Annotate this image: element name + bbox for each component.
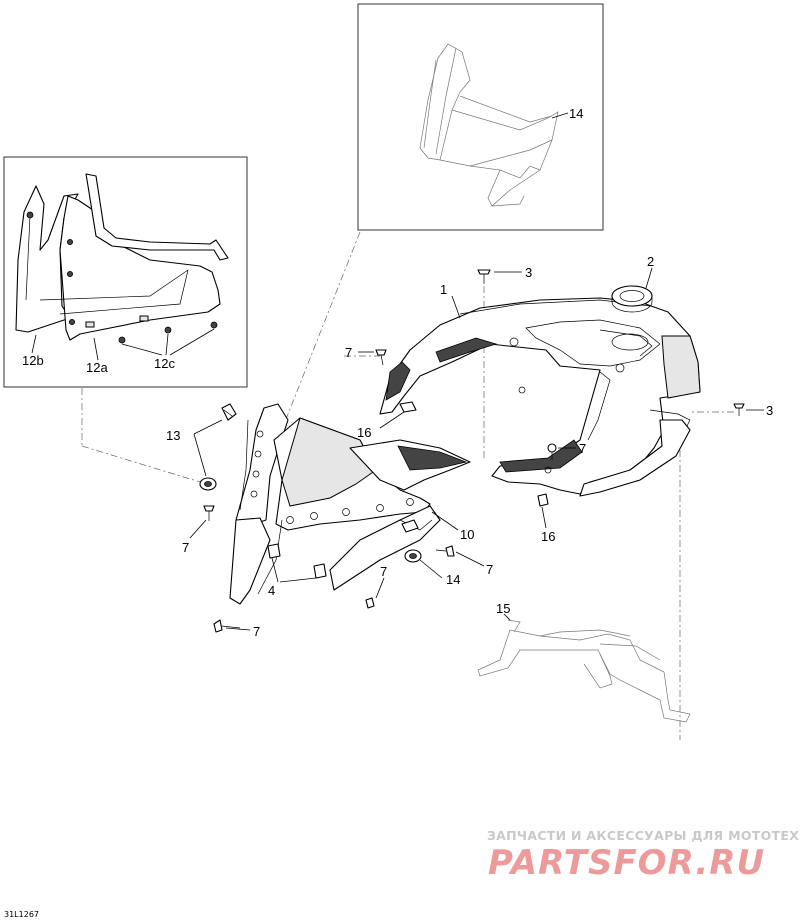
part-7-screw-cover-left[interactable] bbox=[375, 349, 387, 366]
callout-7-front-upper: 7 bbox=[182, 540, 189, 555]
part-7-screw-front-upper[interactable] bbox=[203, 505, 215, 521]
callout-13: 13 bbox=[166, 428, 180, 443]
part-7-screw-cover-right[interactable] bbox=[547, 443, 557, 460]
callout-2: 2 bbox=[647, 254, 654, 269]
callout-14-grommet: 14 bbox=[446, 572, 460, 587]
callout-10: 10 bbox=[460, 527, 474, 542]
callout-4: 4 bbox=[268, 583, 275, 598]
callout-7-cover-right: 7 bbox=[579, 441, 586, 456]
part-13-grommet-upper[interactable] bbox=[221, 403, 237, 421]
callout-16-right: 16 bbox=[541, 529, 555, 544]
watermark: ЗАПЧАСТИ И АКСЕССУАРЫ ДЛЯ МОТОТЕХНИКИ PA… bbox=[487, 828, 800, 883]
callout-1: 1 bbox=[440, 282, 447, 297]
callout-16-left: 16 bbox=[357, 425, 371, 440]
callout-3-top: 3 bbox=[525, 265, 532, 280]
callout-7-lower-panel: 7 bbox=[380, 564, 387, 579]
callout-3-right: 3 bbox=[766, 403, 773, 418]
part-2-fuel-cap-ring[interactable] bbox=[611, 285, 653, 313]
reference-code: 31L1267 bbox=[4, 910, 39, 919]
part-16-clip-right[interactable] bbox=[537, 493, 549, 507]
part-3-screw-right[interactable] bbox=[733, 403, 745, 416]
callout-12a: 12a bbox=[86, 360, 108, 375]
part-13-grommet-lower[interactable] bbox=[199, 477, 217, 491]
part-7-screw-front-lower[interactable] bbox=[213, 619, 241, 633]
callout-7-front-lower: 7 bbox=[253, 624, 260, 639]
part-3-screw-top[interactable] bbox=[477, 269, 491, 284]
callout-7-right-panel: 7 bbox=[486, 562, 493, 577]
watermark-tagline: ЗАПЧАСТИ И АКСЕССУАРЫ ДЛЯ МОТОТЕХНИКИ bbox=[487, 828, 800, 843]
part-16-clip-left[interactable] bbox=[399, 401, 417, 413]
part-4-clip-right[interactable] bbox=[313, 563, 327, 579]
callout-12b: 12b bbox=[22, 353, 44, 368]
callout-12c: 12c bbox=[154, 356, 175, 371]
part-15-bracket[interactable] bbox=[477, 619, 691, 723]
part-10-front-panel[interactable] bbox=[229, 403, 471, 605]
detail-box-windshield-kit: 12b 12a 12c bbox=[3, 156, 248, 388]
watermark-brand: PARTSFOR.RU bbox=[488, 843, 765, 883]
callout-15: 15 bbox=[496, 601, 510, 616]
detail-box-windshield: 14 bbox=[357, 3, 604, 231]
windshield-part-14[interactable] bbox=[419, 43, 559, 207]
callout-14-top: 14 bbox=[569, 106, 583, 121]
part-7-screw-right-panel[interactable] bbox=[435, 545, 455, 557]
windshield-part-12a[interactable] bbox=[39, 173, 229, 344]
callout-7-cover-left: 7 bbox=[345, 345, 352, 360]
part-7-screw-lower-panel[interactable] bbox=[365, 597, 375, 609]
part-14-grommet[interactable] bbox=[404, 549, 422, 563]
part-4-clip-left[interactable] bbox=[267, 543, 281, 559]
